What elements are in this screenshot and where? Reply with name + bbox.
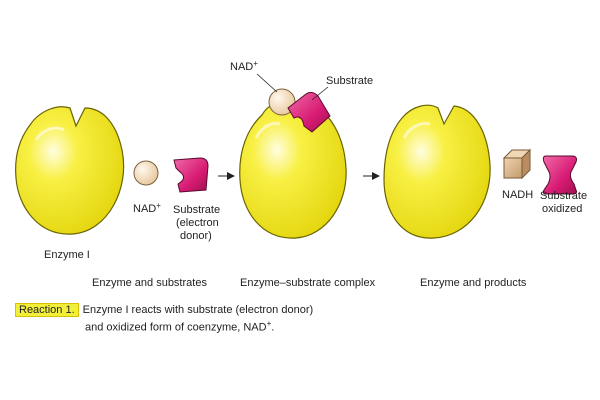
enzyme-highlight-3 <box>402 122 431 139</box>
nadh-molecule <box>502 148 532 180</box>
caption-end: . <box>271 321 275 334</box>
reaction-tag: Reaction 1. <box>15 303 79 317</box>
nad-label: NAD+ <box>133 201 161 215</box>
substrate-bound-label: Substrate <box>326 75 373 87</box>
section-enzyme-substrates: Enzyme and substrates <box>92 277 207 289</box>
nad-molecule <box>133 160 159 186</box>
enzyme-highlight-2 <box>254 122 281 139</box>
substrate-leader-line <box>311 86 329 101</box>
caption-line-1: Reaction 1.Enzyme I reacts with substrat… <box>15 303 575 317</box>
reaction-caption: Reaction 1.Enzyme I reacts with substrat… <box>15 303 575 335</box>
caption-text-1: Enzyme I reacts with substrate (electron… <box>82 304 314 316</box>
caption-sup: + <box>266 319 272 328</box>
diagram-canvas: Enzyme I NAD+ Substrate (electron donor)… <box>15 59 590 289</box>
substrate-donor-label: Substrate (electron donor) <box>173 204 223 242</box>
section-enzyme-products: Enzyme and products <box>420 277 527 289</box>
substrate-oxidized-label: Substrate oxidized <box>540 190 590 215</box>
enzyme-blob-3 <box>383 104 491 239</box>
substrate-bound <box>287 91 331 133</box>
substrate-free <box>173 157 209 193</box>
enzyme-highlight-1 <box>34 126 65 141</box>
enzyme-label: Enzyme I <box>44 249 90 261</box>
enzyme-blob-1 <box>15 106 125 235</box>
nad-leader-line <box>256 73 278 93</box>
caption-text-2: and oxidized form of coenzyme, NAD <box>85 321 267 334</box>
caption-line-2: and oxidized form of coenzyme, NAD+. <box>15 317 575 335</box>
section-enzyme-substrate-complex: Enzyme–substrate complex <box>240 277 376 289</box>
enzyme-blob-2 <box>239 101 347 239</box>
substrate-oxidized <box>542 155 577 195</box>
nadh-label: NADH <box>502 189 533 201</box>
nad-bound-label: NAD+ <box>230 59 258 73</box>
